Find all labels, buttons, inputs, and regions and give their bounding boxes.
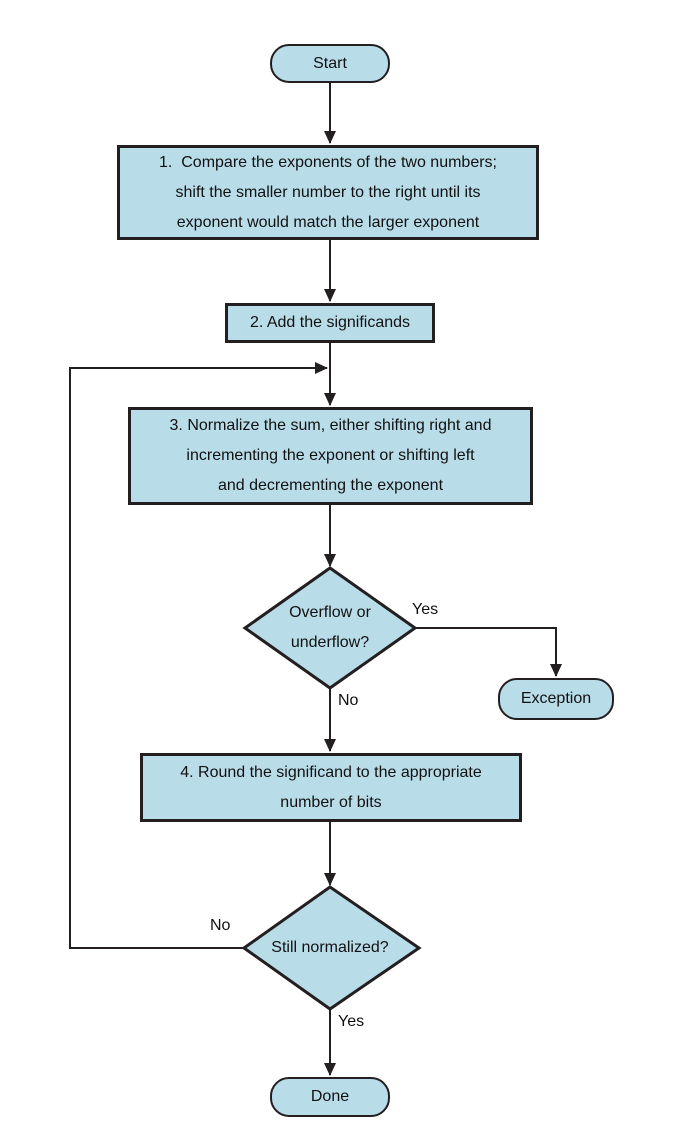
exception-label: Exception [520, 690, 592, 707]
edge-overflow-yes-to-exception [415, 627, 562, 677]
done-node: Done [270, 1077, 390, 1117]
done-label: Done [310, 1088, 350, 1105]
step2-label: 2. Add the significands [249, 314, 411, 331]
decision-normalized-diamond [241, 885, 422, 1011]
normalized-yes-label: Yes [338, 1013, 365, 1030]
normalized-no-label: No [210, 917, 231, 934]
step4-box: 4. Round the significand to the appropri… [140, 753, 522, 822]
overflow-yes-label: Yes [412, 601, 439, 618]
step3-box: 3. Normalize the sum, either shifting ri… [128, 407, 533, 505]
step1-label: 1. Compare the exponents of the two numb… [159, 153, 497, 231]
step1-box: 1. Compare the exponents of the two numb… [117, 145, 539, 240]
decision-overflow-diamond [242, 566, 418, 690]
step4-label: 4. Round the significand to the appropri… [180, 763, 482, 811]
overflow-no-label: No [338, 692, 359, 709]
exception-node: Exception [498, 678, 614, 720]
step2-box: 2. Add the significands [225, 303, 435, 343]
start-label: Start [313, 54, 347, 72]
edge-loopback-no-to-step3 [69, 362, 328, 949]
start-node: Start [270, 44, 390, 83]
step3-label: 3. Normalize the sum, either shifting ri… [169, 417, 492, 494]
